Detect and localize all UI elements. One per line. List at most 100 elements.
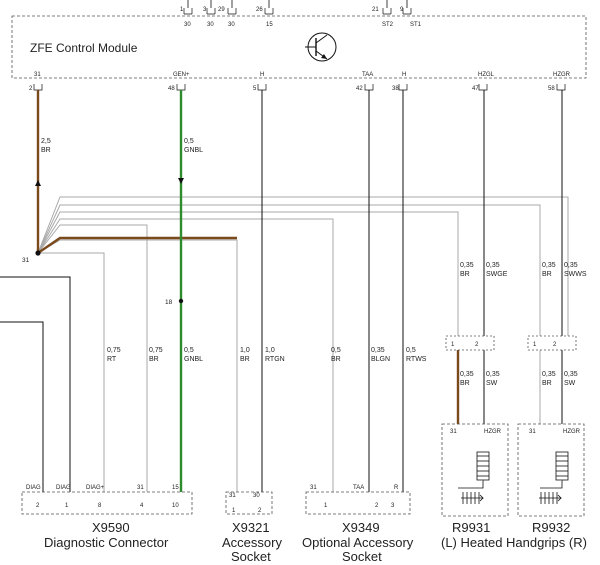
heater-element-icon: [540, 451, 569, 489]
svg-text:31: 31: [137, 485, 144, 491]
module-top-pin: 29 30: [218, 0, 237, 28]
svg-text:4: 4: [140, 503, 144, 509]
connector-x9590: DIAG DIAG DIAG+ 31 15 2 1 8 4 10 X9590 D…: [21, 485, 193, 550]
svg-text:SW: SW: [486, 380, 498, 387]
svg-text:HZGL: HZGL: [478, 72, 495, 78]
svg-text:31: 31: [450, 429, 457, 435]
ignition-wire-green: [178, 90, 184, 500]
svg-text:0,5: 0,5: [184, 138, 194, 145]
svg-text:DIAG+: DIAG+: [86, 485, 105, 491]
svg-text:30: 30: [207, 22, 214, 28]
connector-name: Optional Accessory: [302, 535, 414, 550]
svg-text:SWGE: SWGE: [486, 271, 508, 278]
svg-text:0,5: 0,5: [406, 347, 416, 354]
svg-text:9: 9: [400, 7, 404, 13]
svg-text:BR: BR: [460, 271, 470, 278]
svg-text:0,35: 0,35: [486, 262, 500, 269]
connector-name: Accessory: [222, 535, 282, 550]
svg-text:31: 31: [34, 72, 41, 78]
svg-text:0,75: 0,75: [149, 347, 163, 354]
svg-text:1: 1: [180, 7, 184, 13]
svg-text:21: 21: [372, 7, 379, 13]
svg-text:2: 2: [36, 503, 40, 509]
module-top-pin: 9 ST1: [400, 0, 422, 28]
svg-text:0,5: 0,5: [184, 347, 194, 354]
svg-text:2: 2: [375, 503, 379, 509]
svg-text:BR: BR: [149, 356, 159, 363]
diag-wires-black: [0, 276, 71, 500]
svg-text:BR: BR: [460, 380, 470, 387]
svg-text:8: 8: [98, 503, 102, 509]
svg-text:2,5: 2,5: [41, 138, 51, 145]
svg-text:ST2: ST2: [382, 22, 394, 28]
svg-text:DIAG: DIAG: [56, 485, 71, 491]
svg-text:ST1: ST1: [410, 22, 422, 28]
svg-text:1: 1: [65, 503, 69, 509]
svg-text:SW: SW: [564, 380, 576, 387]
svg-text:42: 42: [356, 86, 363, 92]
module-top-pin: 21 ST2: [372, 0, 394, 28]
svg-text:1: 1: [324, 503, 328, 509]
wire-direction-arrow: [35, 180, 41, 186]
svg-text:0,35: 0,35: [460, 371, 474, 378]
svg-text:BLGN: BLGN: [371, 356, 390, 363]
connector-name-2: Socket: [231, 549, 271, 564]
svg-text:30: 30: [228, 22, 235, 28]
svg-text:H: H: [260, 72, 264, 78]
svg-text:31: 31: [529, 429, 536, 435]
svg-text:RT: RT: [107, 356, 117, 363]
zfe-control-module: ZFE Control Module: [11, 15, 587, 79]
splice-31-label: 31: [22, 257, 30, 264]
connector-x9321: 31 30 1 2 X9321 Accessory Socket: [222, 491, 282, 564]
svg-text:0,35: 0,35: [486, 371, 500, 378]
svg-text:0,35: 0,35: [542, 371, 556, 378]
transistor-icon: [305, 32, 337, 62]
svg-text:48: 48: [168, 86, 175, 92]
connector-name-2: Socket: [342, 549, 382, 564]
svg-text:2: 2: [258, 508, 262, 514]
svg-text:1,0: 1,0: [240, 347, 250, 354]
svg-text:29: 29: [218, 7, 225, 13]
svg-text:0,75: 0,75: [107, 347, 121, 354]
svg-text:5: 5: [253, 86, 257, 92]
svg-text:10: 10: [172, 503, 179, 509]
svg-text:0,35: 0,35: [371, 347, 385, 354]
splice-18-label: 18: [165, 299, 173, 306]
svg-text:DIAG: DIAG: [26, 485, 41, 491]
handgrip-inline-connector-right: 1 2: [527, 335, 577, 351]
svg-text:TAA: TAA: [353, 485, 364, 491]
svg-text:58: 58: [548, 86, 555, 92]
svg-text:30: 30: [184, 22, 191, 28]
svg-text:RTGN: RTGN: [265, 356, 285, 363]
svg-text:0,35: 0,35: [564, 371, 578, 378]
svg-text:47: 47: [472, 86, 479, 92]
svg-text:0,35: 0,35: [460, 262, 474, 269]
connector-name: Diagnostic Connector: [44, 535, 169, 550]
handgrip-inline-connector-left: 1 2: [445, 335, 495, 351]
svg-text:BR: BR: [240, 356, 250, 363]
svg-text:HZGR: HZGR: [484, 429, 502, 435]
module-top-pin: 26 15: [256, 0, 274, 28]
svg-text:1: 1: [232, 508, 236, 514]
module-bottom-pin: HZGR 58: [548, 72, 571, 92]
svg-text:R: R: [394, 485, 399, 491]
heater-element-icon: [458, 451, 490, 489]
module-bottom-pins: 31 2 GEN+ 48 H 5 TAA 42 H 38 HZGL 47: [29, 72, 571, 92]
svg-text:38: 38: [392, 86, 399, 92]
svg-text:30: 30: [253, 493, 260, 499]
svg-text:1,0: 1,0: [265, 347, 275, 354]
heated-handgrip-right: 31 HZGR R9932: [517, 423, 585, 535]
svg-text:BR: BR: [331, 356, 341, 363]
connector-id: X9349: [342, 520, 380, 535]
connector-id: X9590: [92, 520, 130, 535]
svg-text:3: 3: [203, 7, 207, 13]
splice-dot: [178, 298, 184, 304]
svg-text:0,5: 0,5: [331, 347, 341, 354]
connector-x9349: 31 TAA R 1 2 3 X9349 Optional Accessory …: [302, 485, 414, 564]
svg-text:0,35: 0,35: [542, 262, 556, 269]
svg-text:SWWS: SWWS: [564, 271, 587, 278]
svg-text:BR: BR: [542, 380, 552, 387]
svg-text:HZGR: HZGR: [563, 429, 581, 435]
svg-text:1: 1: [451, 342, 455, 348]
